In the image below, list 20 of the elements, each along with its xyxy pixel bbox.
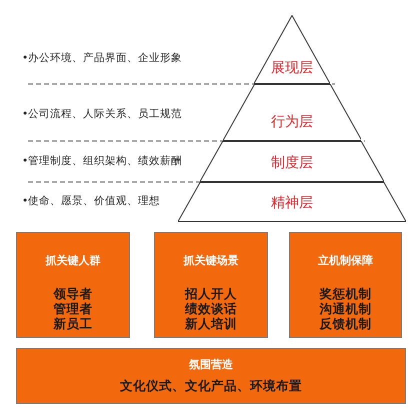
layer-label: 行为层: [271, 113, 313, 131]
panel-heading: 立机制保障: [318, 253, 373, 268]
panel-text: 招人开人绩效谈话新人培训: [184, 286, 238, 331]
panel-heading: 氛围营造: [189, 357, 233, 372]
content-panel: [154, 232, 268, 338]
panel-text: 领导者管理者新员工: [52, 286, 94, 331]
layer-description: •使命、愿景、价值观、理想: [22, 194, 160, 208]
layer-description: •公司流程、人际关系、员工规范: [22, 107, 182, 121]
panel-text: 文化仪式、文化产品、环境布置: [120, 378, 302, 393]
content-panel: [16, 348, 406, 404]
layer-label: 精神层: [271, 194, 313, 212]
panel-heading: 抓关键场景: [184, 253, 238, 268]
content-panel: [289, 232, 402, 338]
layer-description: •办公环境、产品界面、企业形象: [22, 51, 182, 65]
layer-description: •管理制度、组织架构、绩效薪酬: [22, 154, 182, 168]
content-panel: [16, 232, 130, 338]
layer-label: 制度层: [271, 154, 313, 172]
panel-heading: 抓关键人群: [46, 253, 100, 268]
panel-text: 奖惩机制沟通机制反馈机制: [318, 286, 372, 331]
layer-label: 展现层: [271, 59, 313, 77]
